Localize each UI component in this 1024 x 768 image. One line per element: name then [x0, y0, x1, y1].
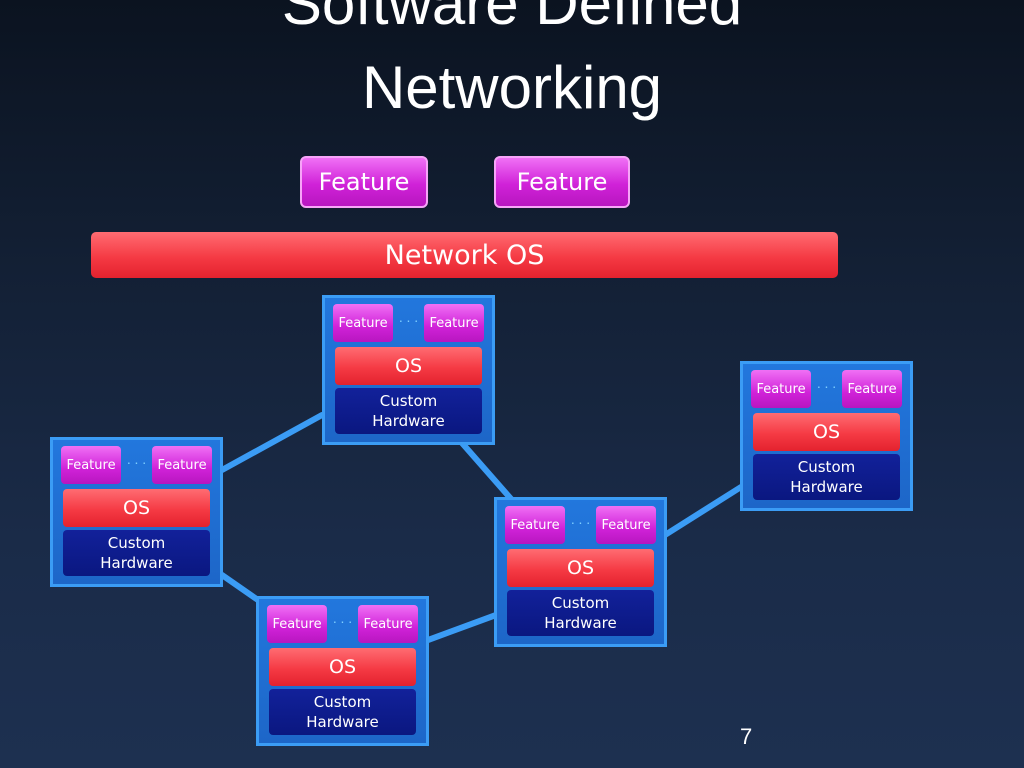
hardware-line1: Custom	[797, 458, 856, 476]
switch-bottom: Feature ··· Feature OS Custom Hardware	[256, 596, 429, 746]
ellipsis-icon: ···	[398, 312, 422, 328]
network-os-bar: Network OS	[91, 232, 838, 278]
hardware-line1: Custom	[551, 594, 610, 612]
switch-os: OS	[269, 648, 416, 686]
page-number: 7	[740, 724, 753, 749]
switch-os: OS	[753, 413, 900, 451]
switch-hardware: Custom Hardware	[269, 689, 416, 735]
hardware-line2: Hardware	[306, 713, 379, 731]
switch-feature: Feature	[333, 304, 393, 342]
switch-feature: Feature	[842, 370, 902, 408]
switch-feature: Feature	[424, 304, 484, 342]
switch-hardware: Custom Hardware	[753, 454, 900, 500]
switch-hardware: Custom Hardware	[507, 590, 654, 636]
slide-title-line2: Networking	[361, 54, 663, 121]
hardware-line2: Hardware	[790, 478, 863, 496]
hardware-line2: Hardware	[372, 412, 445, 430]
hardware-line1: Custom	[107, 534, 166, 552]
switch-center: Feature ··· Feature OS Custom Hardware	[494, 497, 667, 647]
link-bottom-center	[425, 612, 499, 643]
switch-feature: Feature	[596, 506, 656, 544]
switch-feature: Feature	[61, 446, 121, 484]
control-feature-1: Feature	[300, 156, 428, 208]
hardware-line1: Custom	[379, 392, 438, 410]
switch-feature: Feature	[751, 370, 811, 408]
switch-feature: Feature	[358, 605, 418, 643]
switch-os: OS	[507, 549, 654, 587]
hardware-line1: Custom	[313, 693, 372, 711]
hardware-line2: Hardware	[100, 554, 173, 572]
slide-title-line1: Software Defined	[281, 0, 743, 37]
link-left-bottom	[219, 572, 261, 603]
link-center-right	[662, 484, 744, 538]
ellipsis-icon: ···	[570, 514, 594, 530]
switch-os: OS	[63, 489, 210, 527]
switch-feature: Feature	[505, 506, 565, 544]
ellipsis-icon: ···	[332, 613, 356, 629]
switch-top: Feature ··· Feature OS Custom Hardware	[322, 295, 495, 445]
ellipsis-icon: ···	[126, 454, 150, 470]
switch-os: OS	[335, 347, 482, 385]
switch-feature: Feature	[267, 605, 327, 643]
switch-hardware: Custom Hardware	[63, 530, 210, 576]
link-left-top	[219, 412, 325, 473]
switch-feature: Feature	[152, 446, 212, 484]
switch-right: Feature ··· Feature OS Custom Hardware	[740, 361, 913, 511]
link-top-center	[459, 440, 515, 503]
ellipsis-icon: ···	[816, 378, 840, 394]
control-feature-2: Feature	[494, 156, 630, 208]
hardware-line2: Hardware	[544, 614, 617, 632]
switch-hardware: Custom Hardware	[335, 388, 482, 434]
switch-left: Feature ··· Feature OS Custom Hardware	[50, 437, 223, 587]
